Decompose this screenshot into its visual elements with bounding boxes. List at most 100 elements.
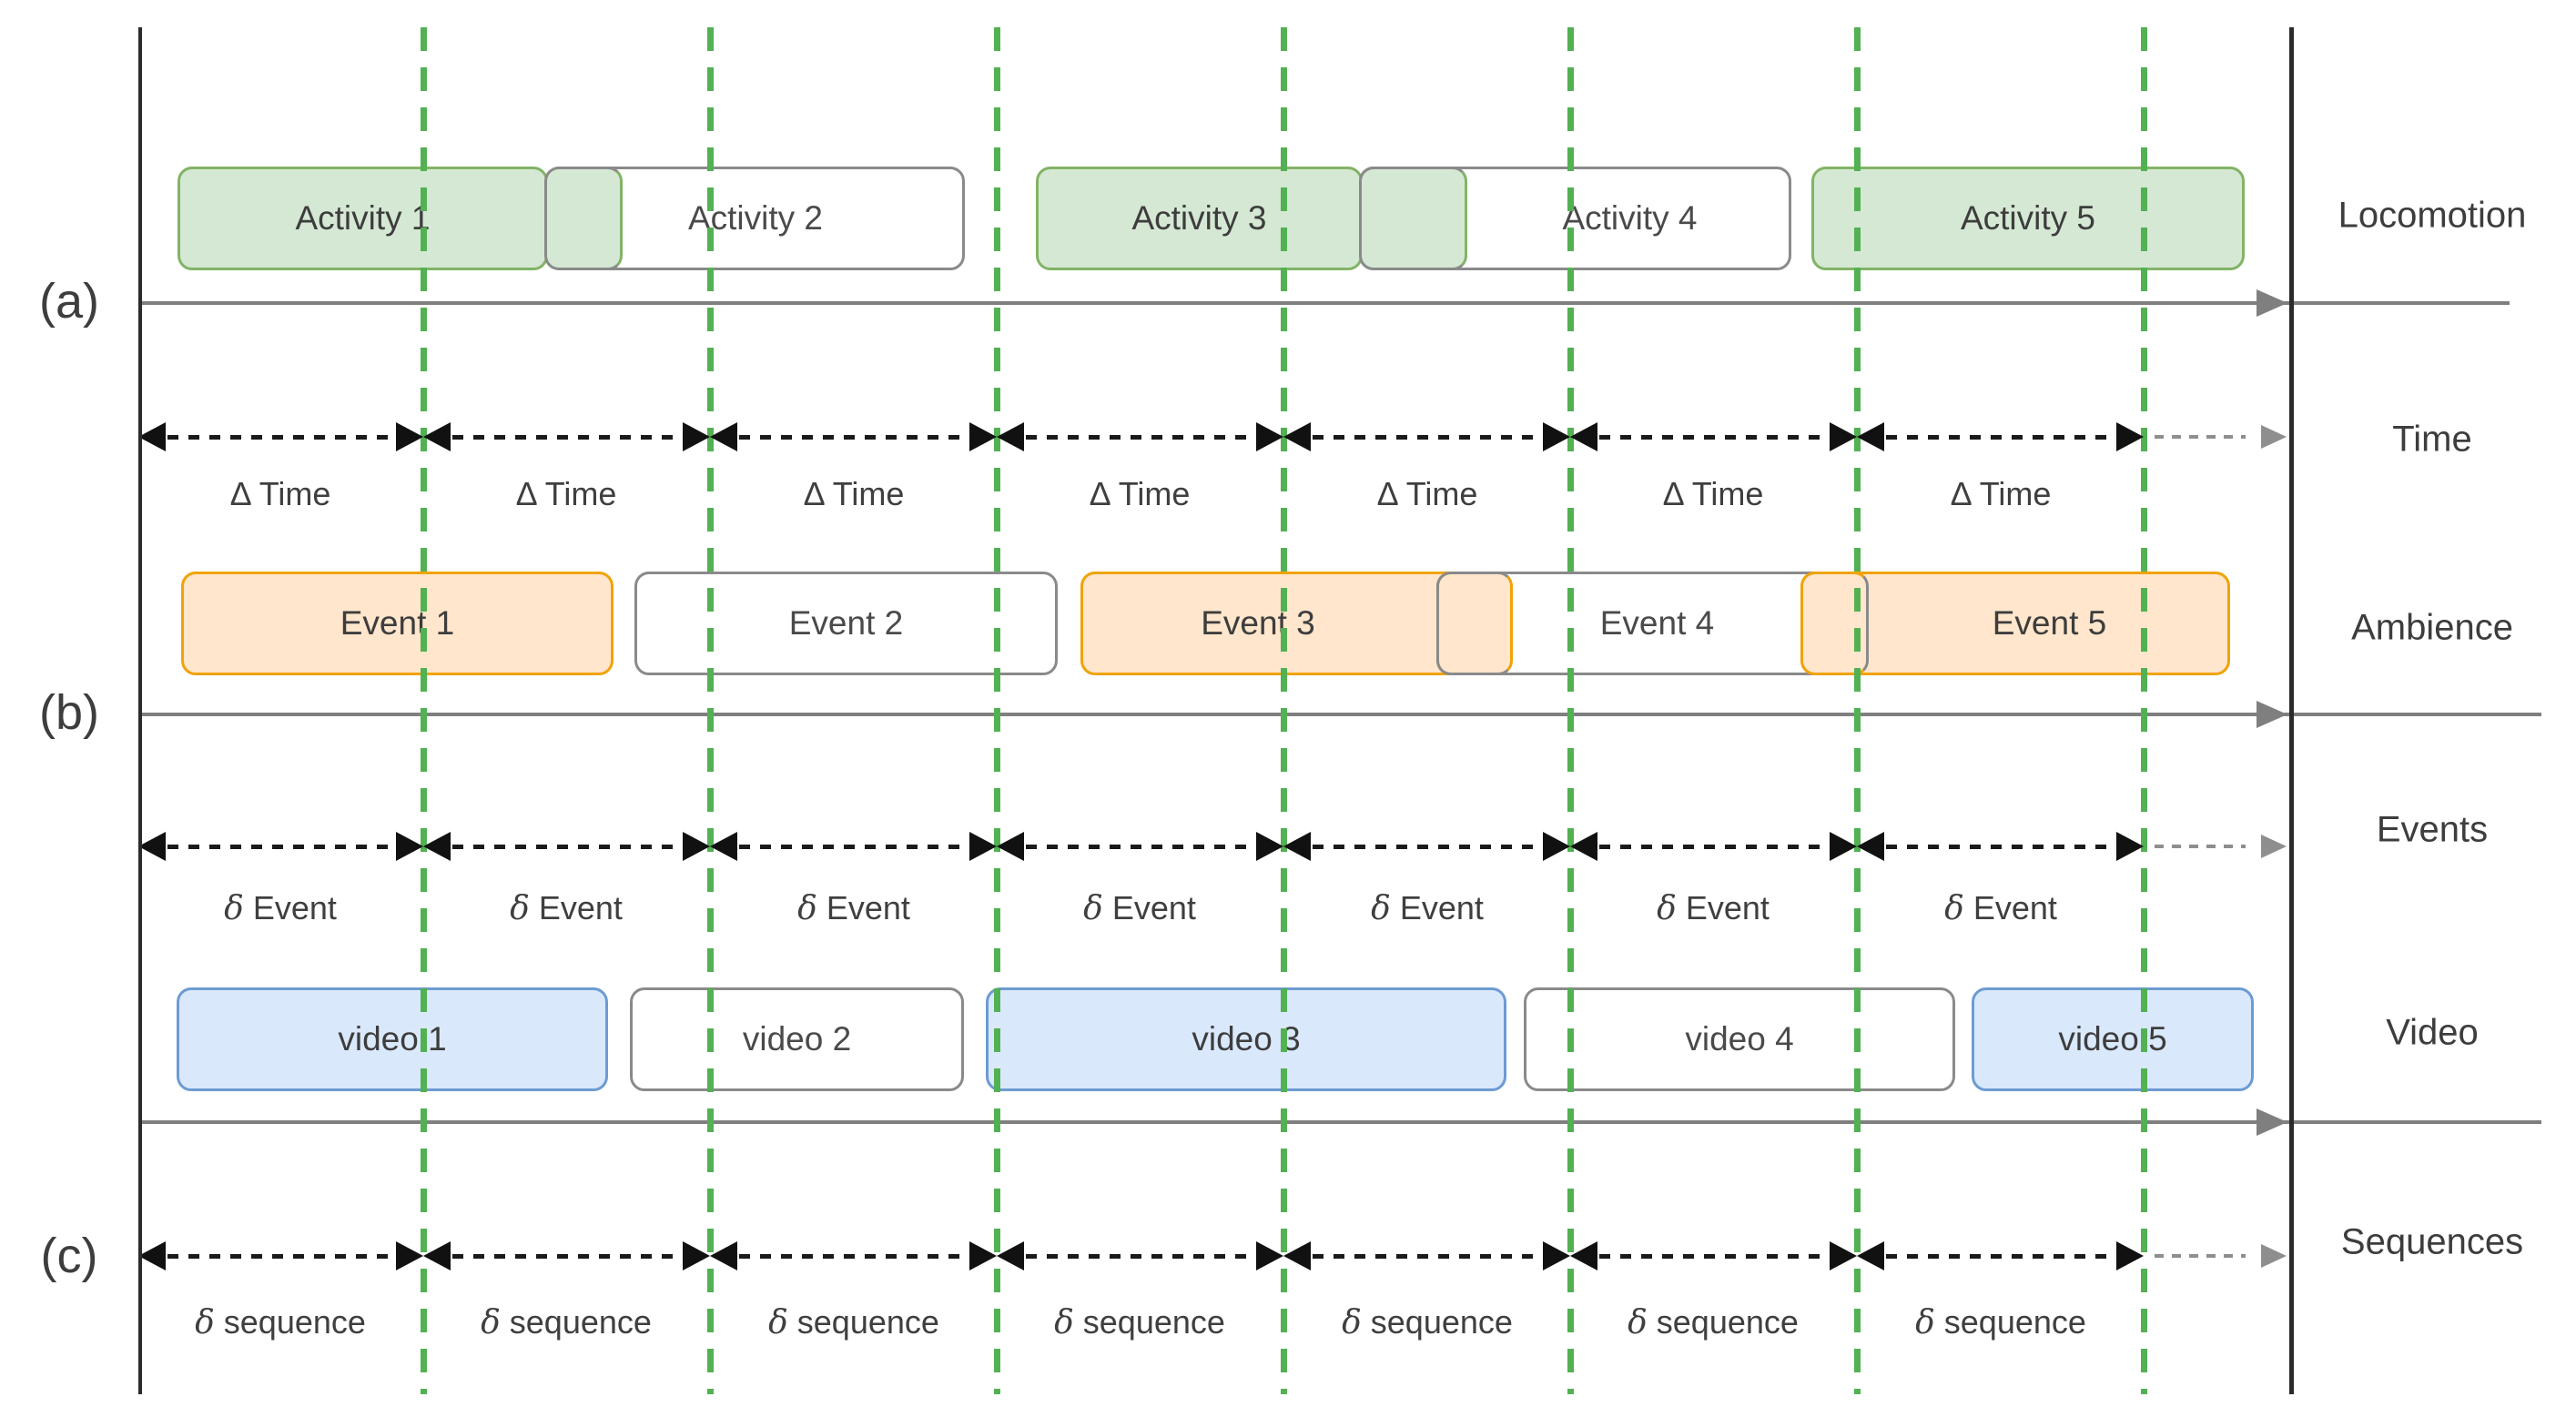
grid-dashed-line [1854, 27, 1861, 1394]
video-box-label: video 1 [338, 1020, 447, 1058]
delta-sequence-label: δ sequence [1342, 1303, 1513, 1341]
interval-dashed-line [1599, 845, 1828, 849]
arrow-left-icon [138, 1241, 166, 1270]
panel-label-b: (b) [39, 685, 99, 740]
trailing-arrow-icon [2261, 835, 2287, 858]
activity-box: Activity 1 [177, 167, 548, 270]
arrow-right-icon [1830, 832, 1857, 861]
trailing-dashed-line [2155, 1254, 2246, 1258]
arrow-left-icon [1283, 422, 1311, 451]
arrow-left-icon [1283, 1241, 1311, 1270]
arrow-right-icon [2116, 1241, 2144, 1270]
grid-dashed-line [1281, 27, 1287, 1394]
interval-dashed-line [167, 845, 394, 849]
trailing-dashed-line [2155, 435, 2246, 439]
event-box-label: Event 4 [1599, 604, 1715, 642]
activity-box-label: Activity 1 [295, 199, 431, 237]
grid-dashed-line [1567, 27, 1574, 1394]
right-label-locomotion: Locomotion [2338, 195, 2527, 236]
arrow-right-icon [1543, 422, 1570, 451]
panel-label-c: (c) [40, 1229, 98, 1283]
interval-dashed-line [1599, 1254, 1828, 1259]
event-box-label: Event 5 [1992, 604, 2107, 642]
event-box: Event 1 [181, 572, 614, 675]
arrow-right-icon [969, 422, 997, 451]
delta-event-label: δ Event [1083, 889, 1196, 927]
arrow-left-icon [997, 1241, 1024, 1270]
arrow-right-icon [2116, 832, 2144, 861]
interval-dashed-line [1313, 435, 1541, 440]
interval-dashed-line [1599, 435, 1828, 440]
right-label-events: Events [2376, 809, 2489, 850]
event-box-label: Event 1 [340, 604, 455, 642]
arrow-left-icon [710, 422, 737, 451]
delta-event-label: δ Event [510, 889, 623, 927]
interval-dashed-line [1026, 435, 1254, 440]
arrow-right-icon [683, 1241, 710, 1270]
video-box-label: video 4 [1685, 1020, 1794, 1058]
delta-sequence-label: δ sequence [481, 1303, 652, 1341]
interval-dashed-line [739, 435, 968, 440]
trailing-dashed-line [2155, 845, 2246, 848]
event-box: Event 5 [1800, 572, 2230, 675]
grid-dashed-line [421, 27, 427, 1394]
activity-box: Activity 5 [1811, 167, 2245, 270]
arrow-right-icon [2116, 422, 2144, 451]
interval-dashed-line [452, 435, 681, 440]
interval-dashed-line [1886, 845, 2115, 849]
panel-label-a: (a) [39, 274, 99, 329]
delta-sequence-label: δ sequence [1915, 1303, 2086, 1341]
video-axis [138, 1120, 2541, 1124]
delta-sequence-label: δ sequence [768, 1303, 939, 1341]
interval-dashed-line [739, 845, 968, 849]
arrow-left-icon [423, 1241, 451, 1270]
arrow-right-icon [969, 1241, 997, 1270]
interval-dashed-line [739, 1254, 968, 1259]
arrow-left-icon [1283, 832, 1311, 861]
interval-dashed-line [167, 1254, 394, 1259]
delta-event-label: δ Event [1944, 889, 2057, 927]
arrow-left-icon [710, 1241, 737, 1270]
delta-time-label: Δ Time [1089, 475, 1191, 512]
video-box-label: video 5 [2058, 1020, 2167, 1058]
arrow-left-icon [138, 832, 166, 861]
video-box: video 1 [177, 987, 608, 1091]
arrow-left-icon [1570, 422, 1597, 451]
delta-sequence-label: δ sequence [195, 1303, 366, 1341]
arrow-left-icon [1857, 422, 1884, 451]
activity-overlap-box [544, 167, 623, 270]
activity-box: Activity 3 [1036, 167, 1363, 270]
arrow-right-icon [1543, 1241, 1570, 1270]
video-axis-arrow-icon [2257, 1108, 2287, 1136]
delta-event-label: δ Event [1657, 889, 1770, 927]
right-label-video: Video [2386, 1012, 2479, 1053]
arrow-right-icon [396, 422, 423, 451]
arrow-left-icon [423, 422, 451, 451]
arrow-right-icon [1256, 422, 1283, 451]
event-box-label: Event 3 [1201, 604, 1315, 642]
right-divider-line [2289, 27, 2294, 1394]
arrow-right-icon [683, 832, 710, 861]
delta-time-label: Δ Time [1662, 475, 1764, 512]
arrow-right-icon [683, 422, 710, 451]
arrow-left-icon [1570, 832, 1597, 861]
event-box-label: Event 2 [788, 604, 904, 642]
arrow-right-icon [1830, 1241, 1857, 1270]
arrow-left-icon [710, 832, 737, 861]
interval-dashed-line [1886, 435, 2115, 440]
interval-dashed-line [452, 1254, 681, 1259]
delta-time-label: Δ Time [1376, 475, 1478, 512]
activity-box-label: Activity 3 [1131, 199, 1267, 237]
activity-box-label: Activity 4 [1562, 199, 1698, 237]
arrow-left-icon [1857, 832, 1884, 861]
arrow-left-icon [423, 832, 451, 861]
delta-event-label: δ Event [797, 889, 910, 927]
right-label-time: Time [2392, 419, 2472, 460]
arrow-right-icon [1256, 832, 1283, 861]
trailing-arrow-icon [2261, 425, 2287, 449]
activity-box-label: Activity 5 [1960, 199, 2096, 237]
interval-dashed-line [452, 845, 681, 849]
arrow-left-icon [1857, 1241, 1884, 1270]
arrow-right-icon [396, 1241, 423, 1270]
